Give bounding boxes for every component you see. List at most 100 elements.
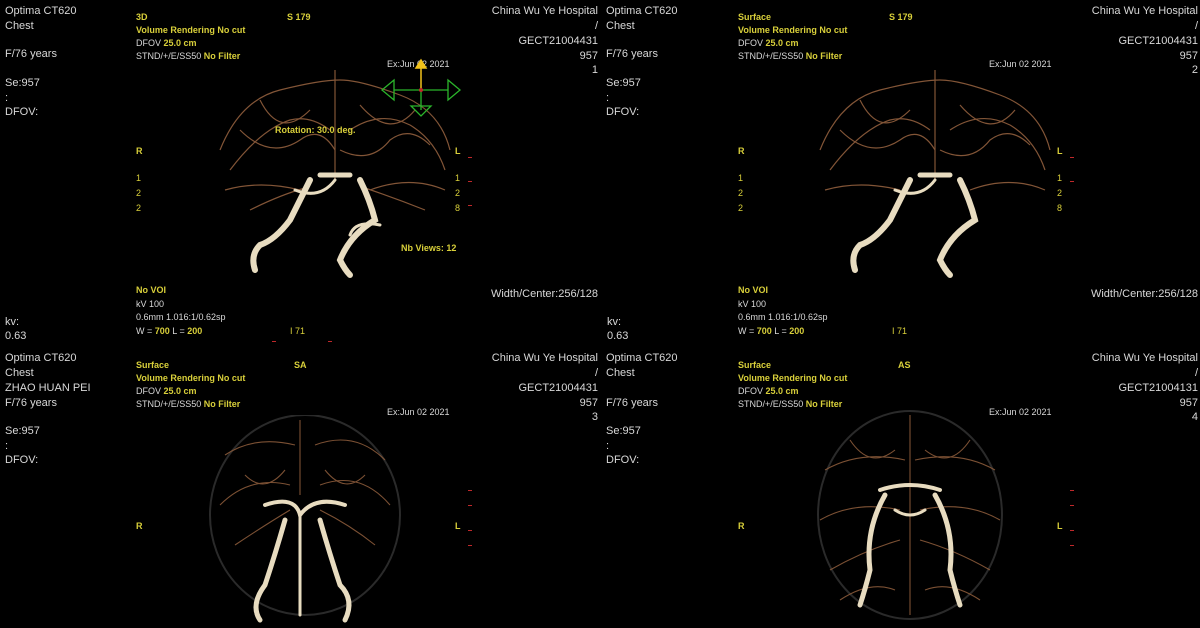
slice-info-1: 0.6mm 1.016:1/0.62sp (136, 312, 226, 322)
voi-label: No VOI (136, 285, 167, 295)
patient-name: ZHAO HUAN PEI (5, 382, 91, 394)
scale-tick (468, 530, 472, 531)
scale-tick (1070, 490, 1074, 491)
render-type: Volume Rendering No cut (738, 373, 848, 383)
study-name: Chest (606, 20, 635, 32)
patient-age: F/76 years (5, 48, 57, 60)
recon-line: STND/+/E/SS50 No Filter (136, 399, 241, 409)
patient-age: F/76 years (606, 48, 658, 60)
scale-tick (468, 545, 472, 546)
study-name: Chest (606, 367, 635, 379)
dfov-line: DFOV 25.0 cm (738, 386, 799, 396)
study-name: Chest (5, 367, 34, 379)
kv-label-1: kv: (5, 316, 20, 328)
viewport-2[interactable]: Optima CT620 Chest F/76 years Se:957 : D… (600, 0, 1200, 314)
left-num-3: 2 (738, 203, 744, 213)
voi-label: No VOI (738, 285, 769, 295)
render-type: Volume Rendering No cut (738, 25, 848, 35)
orientation-label: AS (898, 360, 911, 370)
image-number: 4 (1191, 411, 1198, 423)
volume-render-image[interactable] (205, 415, 405, 625)
orient-left-letter: R (136, 521, 143, 531)
orient-right-letter: L (455, 521, 461, 531)
exam-date: Ex:Jun 02 2021 (989, 59, 1052, 69)
recon-line: STND/+/E/SS50 No Filter (136, 51, 241, 61)
hospital-name: China Wu Ye Hospital (491, 352, 598, 364)
viewport-1[interactable]: Optima CT620 Chest F/76 years Se:957 : D… (0, 0, 600, 314)
rotate-tool-icon[interactable] (380, 58, 462, 120)
left-num-3: 2 (136, 203, 142, 213)
separator-slash: / (1194, 367, 1198, 379)
viewport-3[interactable]: Optima CT620 Chest ZHAO HUAN PEI F/76 ye… (0, 345, 600, 628)
volume-render-image[interactable] (200, 70, 470, 280)
separator-slash: / (1194, 20, 1198, 32)
scale-indicator-2: I 71 (892, 326, 908, 336)
window-level-1: W = 700 L = 200 (136, 326, 203, 336)
kv-info: kV 100 (136, 299, 165, 309)
image-number: 2 (1191, 64, 1198, 76)
hospital-name: China Wu Ye Hospital (491, 5, 598, 17)
slice-info-2: 0.6mm 1.016:1/0.62sp (738, 312, 828, 322)
right-num-1: 1 (1057, 173, 1063, 183)
render-mode: Surface (738, 12, 772, 22)
series-number: Se:957 (5, 425, 40, 437)
volume-render-image[interactable] (800, 70, 1070, 280)
render-mode: Surface (738, 360, 772, 370)
hospital-name: China Wu Ye Hospital (1091, 352, 1198, 364)
series-number: Se:957 (5, 77, 40, 89)
orientation-label: S 179 (287, 12, 311, 22)
orient-right-letter: L (1057, 146, 1063, 156)
orient-right-letter: L (1057, 521, 1063, 531)
scanner-model: Optima CT620 (5, 5, 77, 17)
image-number: 3 (591, 411, 598, 423)
recon-line: STND/+/E/SS50 No Filter (738, 399, 843, 409)
orient-left-letter: R (738, 146, 745, 156)
separator-colon: : (606, 440, 610, 452)
dfov-label: DFOV: (5, 106, 39, 118)
recon-line: STND/+/E/SS50 No Filter (738, 51, 843, 61)
scale-tick (1070, 505, 1074, 506)
scale-tick (328, 341, 332, 342)
scanner-model: Optima CT620 (606, 5, 678, 17)
scale-tick (1070, 181, 1074, 182)
exam-id: GECT21004431 (518, 382, 599, 394)
kv-value-2: 0.63 (607, 330, 629, 342)
kv-label-2: kv: (607, 316, 622, 328)
left-num-1: 1 (136, 173, 142, 183)
scale-tick (468, 205, 472, 206)
separator-colon: : (5, 92, 9, 104)
kv-info: kV 100 (738, 299, 767, 309)
hospital-name: China Wu Ye Hospital (1091, 5, 1198, 17)
separator-colon: : (5, 440, 9, 452)
exam-date: Ex:Jun 02 2021 (387, 407, 450, 417)
views-readout: Nb Views: 12 (401, 243, 457, 253)
rotation-readout: Rotation: 30.0 deg. (275, 125, 356, 135)
orient-right-letter: L (455, 146, 461, 156)
right-num-3: 8 (1057, 203, 1063, 213)
window-level-2: W = 700 L = 200 (738, 326, 805, 336)
dfov-line: DFOV 25.0 cm (136, 386, 197, 396)
exam-id: GECT21004131 (1118, 382, 1199, 394)
dfov-line: DFOV 25.0 cm (136, 38, 197, 48)
scanner-model: Optima CT620 (606, 352, 678, 364)
patient-age: F/76 years (5, 397, 57, 409)
series-number: Se:957 (606, 425, 641, 437)
orientation-label: S 179 (889, 12, 913, 22)
separator-slash: / (594, 20, 598, 32)
dfov-label: DFOV: (5, 454, 39, 466)
scale-tick (468, 490, 472, 491)
render-type: Volume Rendering No cut (136, 373, 246, 383)
dfov-label: DFOV: (606, 106, 640, 118)
volume-render-image[interactable] (810, 410, 1010, 625)
series-num-right: 957 (1179, 50, 1198, 62)
study-name: Chest (5, 20, 34, 32)
width-center-1: Width/Center:256/128 (490, 288, 598, 300)
separator-colon: : (606, 92, 610, 104)
viewport-4[interactable]: Optima CT620 Chest F/76 years Se:957 : D… (600, 345, 1200, 628)
image-number: 1 (591, 64, 598, 76)
scale-indicator-1: I 71 (290, 326, 306, 336)
exam-id: GECT21004431 (1118, 35, 1199, 47)
separator-slash: / (594, 367, 598, 379)
patient-age: F/76 years (606, 397, 658, 409)
series-num-right: 957 (579, 397, 598, 409)
